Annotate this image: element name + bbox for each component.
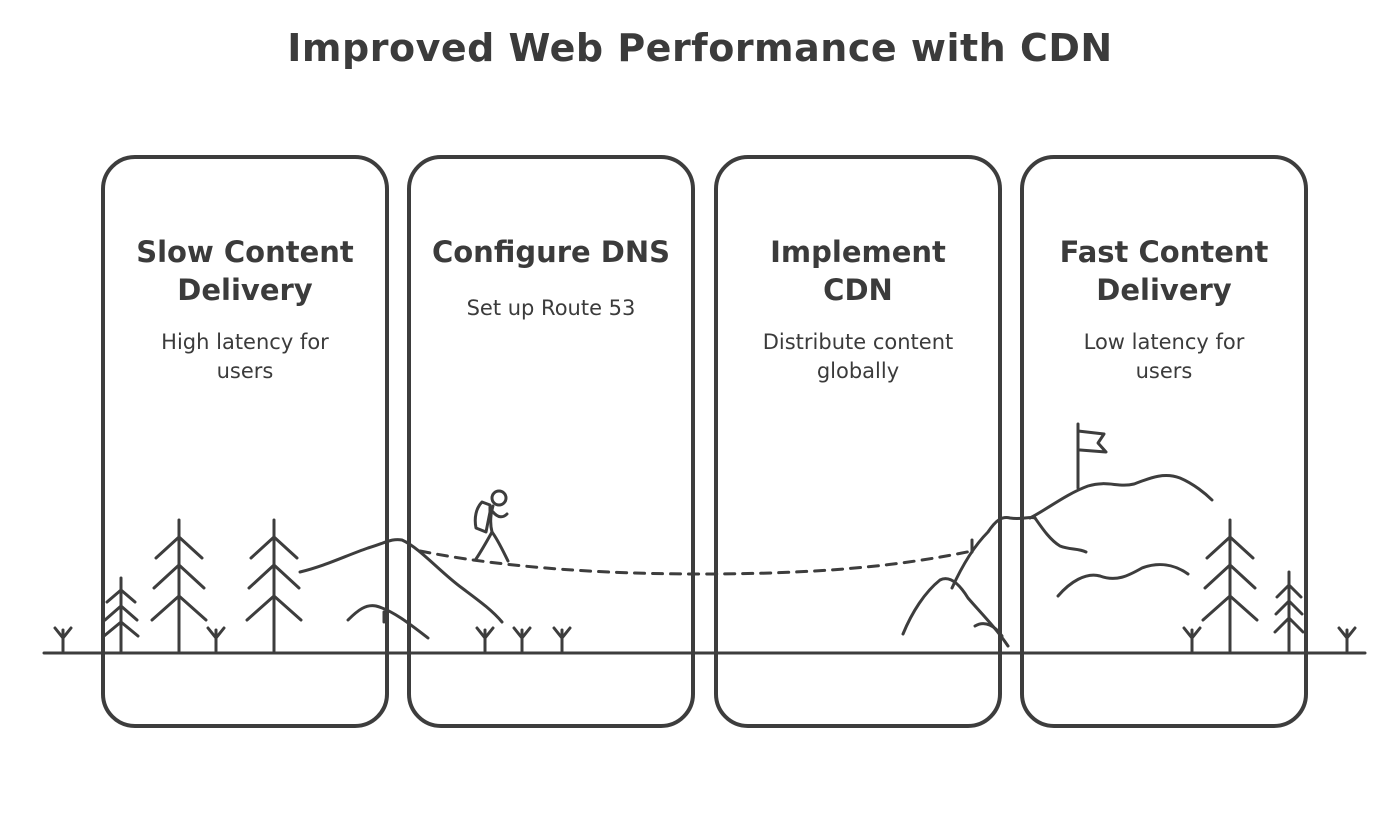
hiker-icon bbox=[473, 489, 510, 563]
stage-card-slow-content-delivery: Slow Content Delivery High latency for u… bbox=[101, 155, 389, 728]
stage-card-implement-cdn: Implement CDN Distribute content globall… bbox=[714, 155, 1002, 728]
stage-description: High latency for users bbox=[161, 330, 329, 383]
grass-icon bbox=[53, 626, 1357, 653]
stage-title: Configure DNS bbox=[431, 235, 671, 269]
stage-description: Distribute content globally bbox=[762, 330, 954, 383]
tree-icon bbox=[245, 518, 303, 653]
stage-card-border bbox=[1020, 155, 1308, 728]
stage-title: Fast Content Delivery bbox=[1059, 235, 1269, 307]
path-dashed-line bbox=[418, 549, 974, 576]
mountain-icon bbox=[901, 474, 1214, 648]
stage-card-configure-dns: Configure DNS Set up Route 53 bbox=[407, 155, 695, 728]
stage-title: Implement CDN bbox=[770, 235, 946, 307]
mountain-icon bbox=[298, 538, 504, 640]
stage-card-border bbox=[407, 155, 695, 728]
flag-icon bbox=[1076, 422, 1108, 490]
tree-icon bbox=[1201, 518, 1259, 653]
tree-icon bbox=[150, 518, 208, 653]
page-title: Improved Web Performance with CDN bbox=[287, 26, 1113, 70]
stage-card-border bbox=[714, 155, 1002, 728]
stage-description: Low latency for users bbox=[1083, 330, 1245, 383]
stage-card-fast-content-delivery: Fast Content Delivery Low latency for us… bbox=[1020, 155, 1308, 728]
tree-icon bbox=[1273, 570, 1305, 653]
stage-description: Set up Route 53 bbox=[466, 296, 636, 320]
stage-title: Slow Content Delivery bbox=[136, 235, 354, 307]
tree-icon bbox=[102, 576, 140, 653]
stage-card-border bbox=[101, 155, 389, 728]
